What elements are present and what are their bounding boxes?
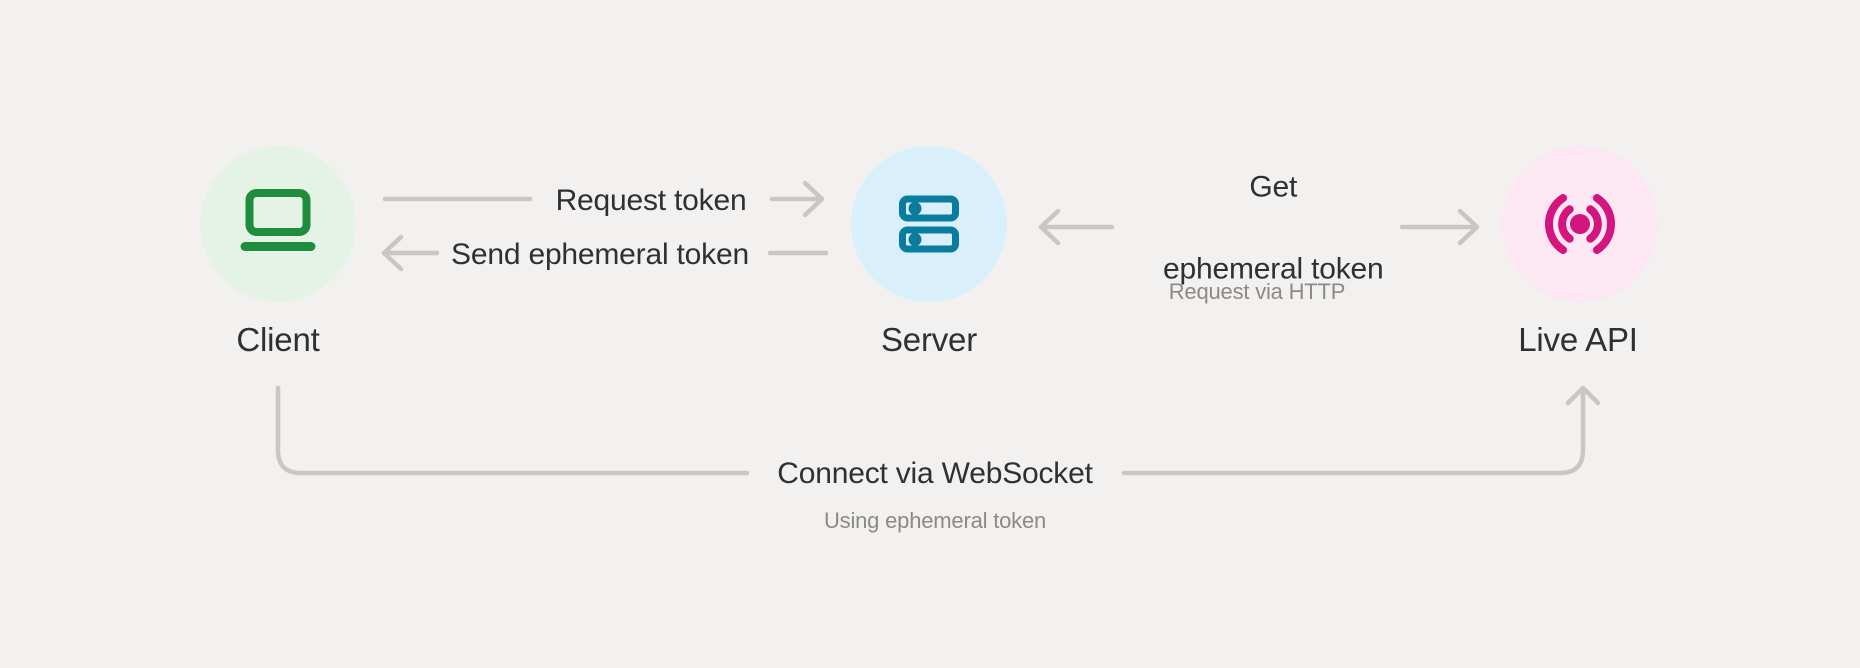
live-api-node-circle <box>1502 146 1658 302</box>
request-via-http-sublabel: Request via HTTP <box>1168 279 1346 304</box>
send-ephemeral-token-label: Send ephemeral token <box>451 238 749 271</box>
get-ephemeral-token-label: Get ephemeral token <box>1130 126 1384 331</box>
websocket-arrowhead <box>1565 385 1601 406</box>
get-ephemeral-token-label-line1: Get <box>1249 170 1298 204</box>
websocket-path-right <box>1121 387 1586 476</box>
using-ephemeral-token-sublabel: Using ephemeral token <box>823 508 1047 533</box>
get-token-left-arrow <box>1038 208 1115 246</box>
request-token-label: Request token <box>555 184 747 217</box>
server-node-circle <box>851 146 1007 302</box>
client-node-circle <box>200 146 356 302</box>
websocket-path-left <box>275 385 750 476</box>
send-token-arrow <box>381 234 440 272</box>
get-ephemeral-token-label-line2: ephemeral token <box>1163 252 1384 286</box>
server-rack-icon <box>899 195 959 253</box>
broadcast-icon <box>1544 194 1616 254</box>
server-label: Server <box>881 321 977 358</box>
get-token-right-arrow <box>1399 208 1480 246</box>
request-token-arrow <box>769 180 825 218</box>
connect-websocket-label: Connect via WebSocket <box>777 457 1093 490</box>
live-api-label: Live API <box>1518 321 1638 358</box>
client-label: Client <box>236 321 320 358</box>
laptop-icon <box>240 189 316 251</box>
